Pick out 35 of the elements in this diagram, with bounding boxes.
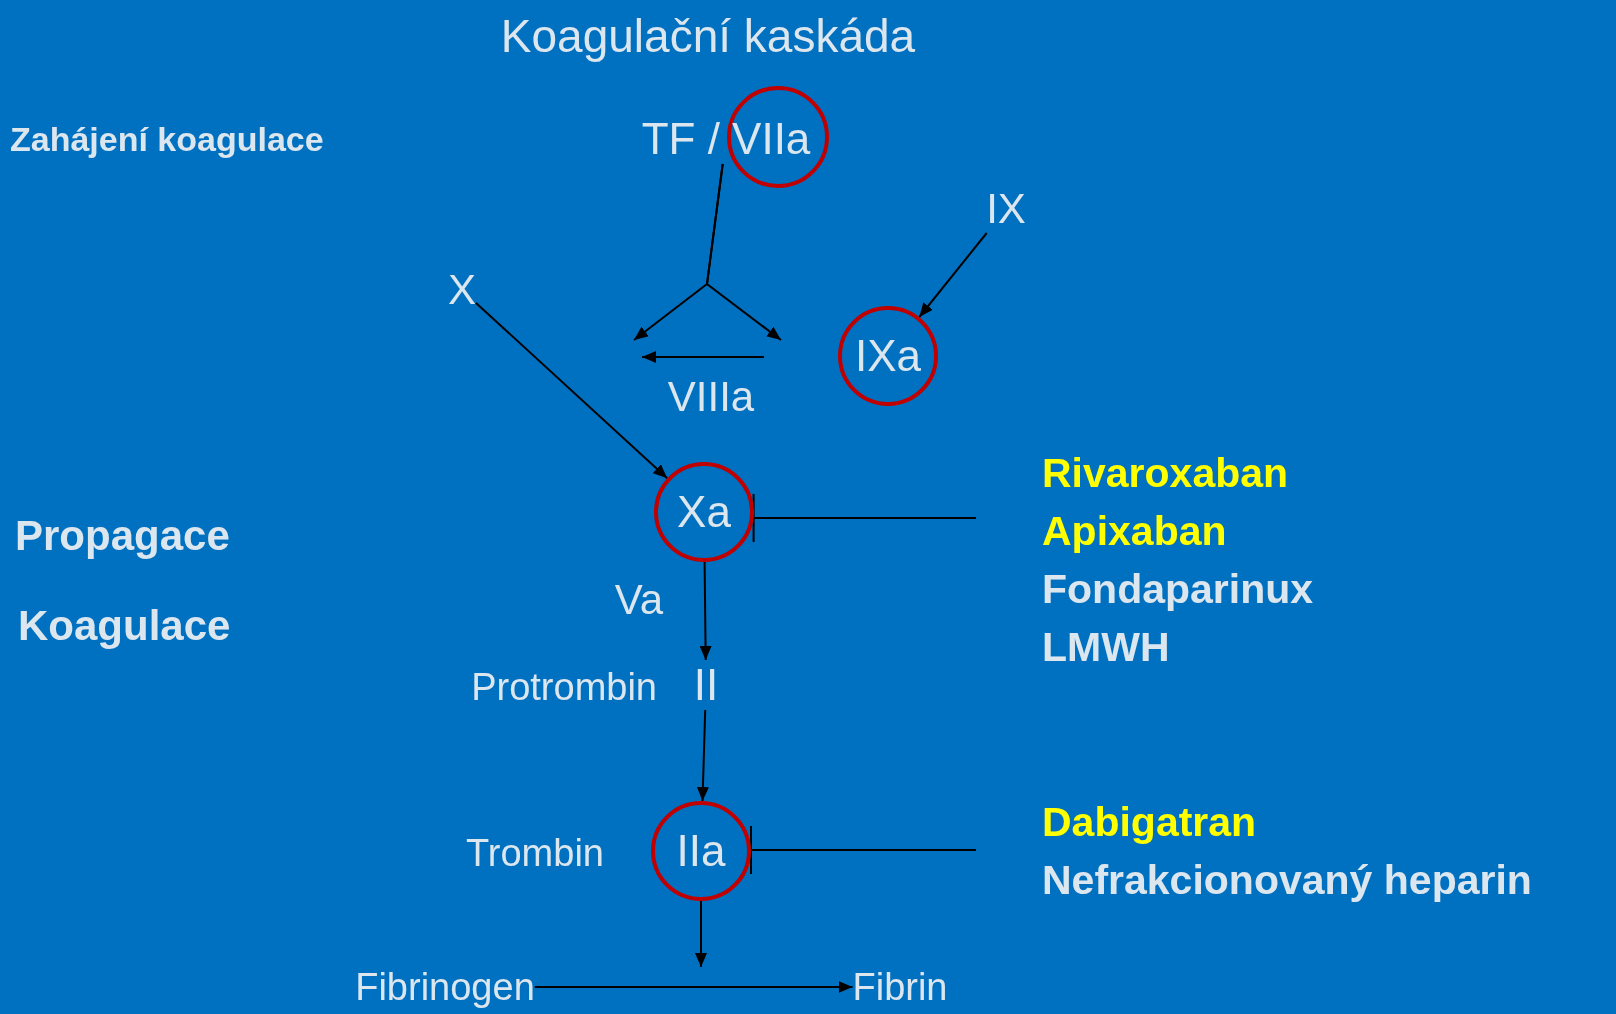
arrow xyxy=(705,163,782,341)
arrow xyxy=(696,709,709,802)
beside-label: Trombin xyxy=(466,831,604,875)
drug-name: Apixaban xyxy=(1042,507,1228,556)
factor-circle xyxy=(654,462,754,562)
factor-label: Fibrin xyxy=(852,965,948,1009)
factor-label: X xyxy=(448,266,476,314)
beside-label: Protrombin xyxy=(471,665,657,709)
drug-name: Fondaparinux xyxy=(1042,565,1314,614)
drug-name: LMWH xyxy=(1042,623,1171,672)
drug-name: Dabigatran xyxy=(1042,798,1258,847)
factor-label: VIIIa xyxy=(667,373,755,421)
factor-label: Xa xyxy=(677,487,731,537)
arrow xyxy=(533,981,854,993)
arrow xyxy=(699,561,712,661)
factor-label: IX xyxy=(986,185,1026,233)
factor-circle xyxy=(651,801,751,901)
factor-label: IIa xyxy=(676,826,726,876)
stage-label: Propagace xyxy=(15,512,230,560)
drug-name: Rivaroxaban xyxy=(1042,449,1290,498)
arrow xyxy=(475,301,669,480)
factor-label: II xyxy=(693,660,719,710)
inhibition-line xyxy=(752,493,977,543)
factor-label: IXa xyxy=(854,331,921,381)
arrow xyxy=(695,900,707,968)
stage-label: Zahájení koagulace xyxy=(10,119,324,159)
factor-label: TF / VIIa xyxy=(641,114,811,164)
stage-label: Koagulace xyxy=(18,602,231,650)
diagram-title: Koagulační kaskáda xyxy=(500,9,916,63)
edge-label: Va xyxy=(614,576,664,624)
factor-circle xyxy=(838,306,938,406)
arrow xyxy=(918,232,988,318)
inhibition-line xyxy=(750,825,977,875)
drug-name: Nefrakcionovaný heparin xyxy=(1042,856,1532,905)
factor-label: Fibrinogen xyxy=(355,965,535,1009)
